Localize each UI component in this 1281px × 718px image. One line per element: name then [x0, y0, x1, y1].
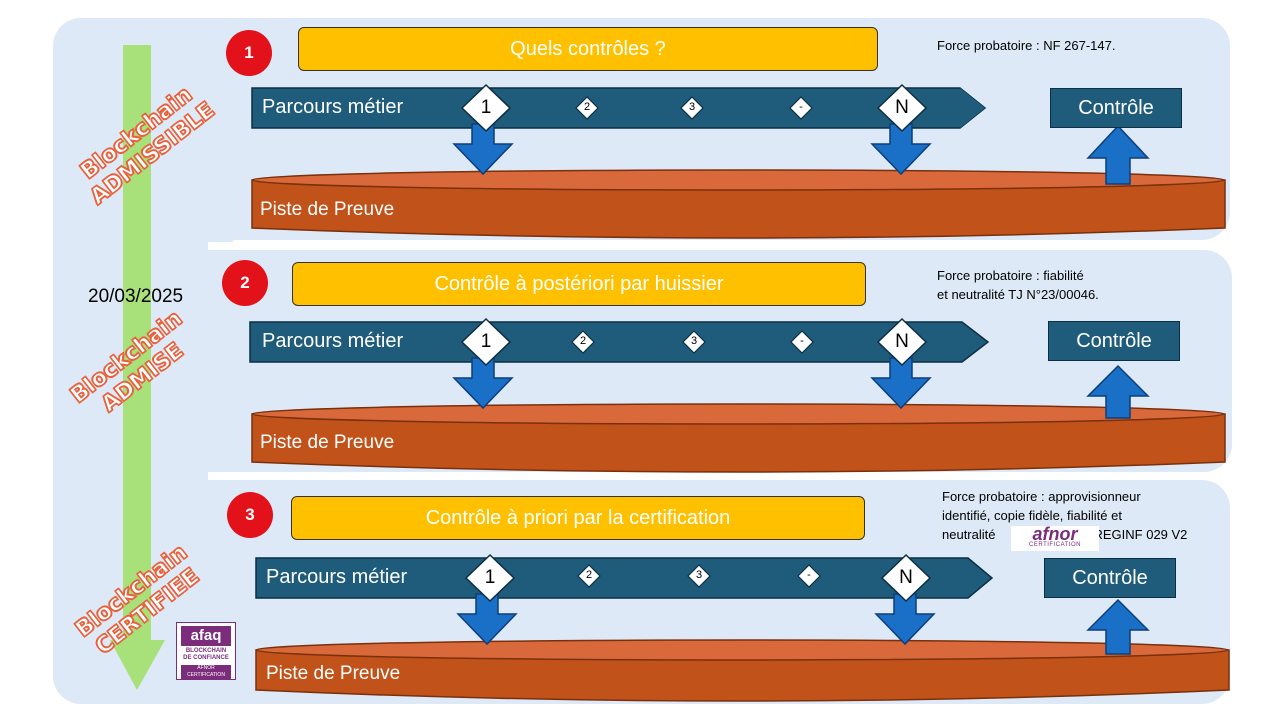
section-1-process-label: Parcours métier [262, 96, 404, 118]
section-3-step-n: N [899, 567, 913, 588]
section-3-note: Force probatoire : approvisionneur ident… [942, 489, 1188, 542]
section-3-step-dash: - [807, 569, 811, 581]
section-2-step-dash: - [800, 335, 804, 347]
section-2-badge: 2 [222, 260, 268, 306]
section-1-diagram [251, 83, 1226, 239]
section-2-control-box: Contrôle [1048, 321, 1180, 361]
section-3-step-3: 3 [695, 569, 703, 581]
section-2-step-2: 2 [579, 335, 587, 347]
section-2-step-n: N [895, 331, 909, 352]
section-1-title: Quels contrôles ? [298, 27, 878, 71]
section-3-control-box: Contrôle [1044, 558, 1176, 598]
section-2-step-3: 3 [690, 335, 698, 347]
section-2-process-label: Parcours métier [262, 330, 404, 352]
section-3-piste-label: Piste de Preuve [266, 663, 401, 684]
section-3-step-1: 1 [484, 567, 496, 588]
section-1-piste-label: Piste de Preuve [260, 199, 395, 220]
section-1-step-n: N [895, 97, 909, 118]
section-3-diagram [255, 553, 1230, 702]
section-1-note: Force probatoire : NF 267-147. [937, 38, 1116, 53]
separator-2 [208, 472, 1248, 480]
section-3-process-label: Parcours métier [266, 566, 408, 588]
section-1-badge: 1 [226, 30, 272, 76]
section-3-badge: 3 [227, 492, 273, 538]
section-1-step-2: 2 [583, 101, 591, 113]
section-1-step-3: 3 [688, 101, 696, 113]
section-1-step-dash: - [799, 101, 803, 113]
section-1-control-box: Contrôle [1050, 88, 1182, 128]
separator-1 [208, 242, 1248, 250]
section-3-step-2: 2 [585, 569, 593, 581]
section-2-note: Force probatoire : fiabilité et neutrali… [937, 268, 1099, 302]
afnor-certification-logo: afnor CERTIFICATION [1011, 525, 1099, 551]
green-down-arrow [110, 45, 165, 690]
section-2-diagram [249, 317, 1226, 473]
section-2-step-1: 1 [480, 331, 492, 352]
section-2-title: Contrôle à postériori par huissier [292, 262, 866, 306]
date-label: 20/03/2025 [88, 286, 184, 307]
section-3-title: Contrôle à priori par la certification [291, 496, 865, 540]
section-2-piste-label: Piste de Preuve [260, 432, 395, 453]
section-1-step-1: 1 [480, 97, 492, 118]
